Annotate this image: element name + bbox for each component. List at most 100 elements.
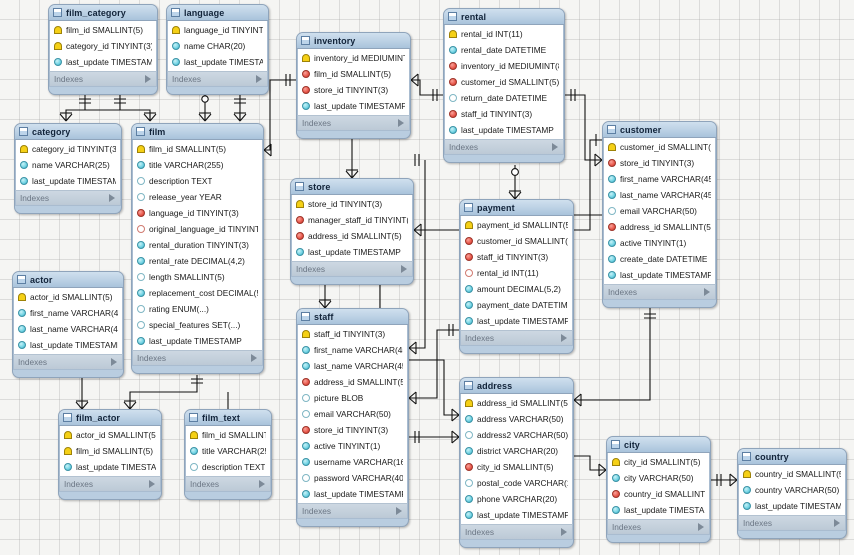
indexes-section-payment[interactable]: Indexes (460, 330, 573, 346)
table-header-actor[interactable]: actor (13, 272, 123, 288)
column-row[interactable]: description TEXT (186, 459, 270, 475)
column-row[interactable]: city_id SMALLINT(5) (461, 459, 572, 475)
column-row[interactable]: active TINYINT(1) (604, 235, 715, 251)
column-row[interactable]: last_update TIMESTAMP (16, 173, 120, 189)
column-row[interactable]: staff_id TINYINT(3) (298, 326, 407, 342)
column-row[interactable]: amount DECIMAL(5,2) (461, 281, 572, 297)
column-row[interactable]: film_id SMALLINT(5) (133, 141, 262, 157)
expand-indexes-icon[interactable] (561, 334, 567, 342)
column-row[interactable]: last_name VARCHAR(45) (298, 358, 407, 374)
column-row[interactable]: inventory_id MEDIUMINT(8) (445, 58, 563, 74)
column-row[interactable]: rental_duration TINYINT(3) (133, 237, 262, 253)
table-header-country[interactable]: country (738, 449, 846, 465)
column-row[interactable]: last_update TIMESTAMP (445, 122, 563, 138)
column-row[interactable]: store_id TINYINT(3) (298, 422, 407, 438)
table-header-staff[interactable]: staff (297, 309, 408, 325)
indexes-section-category[interactable]: Indexes (15, 190, 121, 206)
column-row[interactable]: special_features SET(...) (133, 317, 262, 333)
table-header-address[interactable]: address (460, 378, 573, 394)
column-row[interactable]: rental_id INT(11) (461, 265, 572, 281)
column-row[interactable]: actor_id SMALLINT(5) (60, 427, 160, 443)
column-row[interactable]: country_id SMALLINT(5) (739, 466, 845, 482)
expand-indexes-icon[interactable] (561, 528, 567, 536)
expand-indexes-icon[interactable] (834, 519, 840, 527)
expand-indexes-icon[interactable] (552, 143, 558, 151)
column-row[interactable]: country VARCHAR(50) (739, 482, 845, 498)
indexes-section-customer[interactable]: Indexes (603, 284, 716, 300)
indexes-section-actor[interactable]: Indexes (13, 354, 123, 370)
indexes-section-film_category[interactable]: Indexes (49, 71, 157, 87)
column-row[interactable]: address2 VARCHAR(50) (461, 427, 572, 443)
column-row[interactable]: last_name VARCHAR(45) (604, 187, 715, 203)
column-row[interactable]: last_update TIMESTAMP (14, 337, 122, 353)
column-row[interactable]: last_update TIMESTAMP (60, 459, 160, 475)
column-row[interactable]: rental_date DATETIME (445, 42, 563, 58)
column-row[interactable]: inventory_id MEDIUMINT(8) (298, 50, 409, 66)
table-header-language[interactable]: language (167, 5, 268, 21)
column-row[interactable]: name CHAR(20) (168, 38, 267, 54)
table-header-film_category[interactable]: film_category (49, 5, 157, 21)
column-row[interactable]: length SMALLINT(5) (133, 269, 262, 285)
column-row[interactable]: category_id TINYINT(3) (50, 38, 156, 54)
indexes-section-country[interactable]: Indexes (738, 515, 846, 531)
column-row[interactable]: film_id SMALLINT(5) (50, 22, 156, 38)
indexes-section-rental[interactable]: Indexes (444, 139, 564, 155)
expand-indexes-icon[interactable] (111, 358, 117, 366)
column-row[interactable]: last_name VARCHAR(45) (14, 321, 122, 337)
column-row[interactable]: actor_id SMALLINT(5) (14, 289, 122, 305)
column-row[interactable]: language_id TINYINT(3) (133, 205, 262, 221)
expand-indexes-icon[interactable] (256, 75, 262, 83)
column-row[interactable]: rental_id INT(11) (445, 26, 563, 42)
column-row[interactable]: last_update TIMESTAMP (461, 507, 572, 523)
column-row[interactable]: postal_code VARCHAR(10) (461, 475, 572, 491)
column-row[interactable]: city_id SMALLINT(5) (608, 454, 709, 470)
column-row[interactable]: store_id TINYINT(3) (604, 155, 715, 171)
column-row[interactable]: film_id SMALLINT(5) (298, 66, 409, 82)
column-row[interactable]: rental_rate DECIMAL(4,2) (133, 253, 262, 269)
table-header-film[interactable]: film (132, 124, 263, 140)
column-row[interactable]: original_language_id TINYINT(3) (133, 221, 262, 237)
indexes-section-film_actor[interactable]: Indexes (59, 476, 161, 492)
column-row[interactable]: payment_id SMALLINT(5) (461, 217, 572, 233)
column-row[interactable]: address_id SMALLINT(5) (298, 374, 407, 390)
table-header-rental[interactable]: rental (444, 9, 564, 25)
column-row[interactable]: last_update TIMESTAMP (608, 502, 709, 518)
table-header-city[interactable]: city (607, 437, 710, 453)
indexes-section-store[interactable]: Indexes (291, 261, 413, 277)
column-row[interactable]: country_id SMALLINT(5) (608, 486, 709, 502)
column-row[interactable]: title VARCHAR(255) (186, 443, 270, 459)
column-row[interactable]: create_date DATETIME (604, 251, 715, 267)
indexes-section-inventory[interactable]: Indexes (297, 115, 410, 131)
column-row[interactable]: picture BLOB (298, 390, 407, 406)
expand-indexes-icon[interactable] (704, 288, 710, 296)
column-row[interactable]: payment_date DATETIME (461, 297, 572, 313)
column-row[interactable]: first_name VARCHAR(45) (14, 305, 122, 321)
column-row[interactable]: rating ENUM(...) (133, 301, 262, 317)
column-row[interactable]: last_update TIMESTAMP (461, 313, 572, 329)
column-row[interactable]: password VARCHAR(40) (298, 470, 407, 486)
table-header-customer[interactable]: customer (603, 122, 716, 138)
indexes-section-film_text[interactable]: Indexes (185, 476, 271, 492)
column-row[interactable]: description TEXT (133, 173, 262, 189)
column-row[interactable]: manager_staff_id TINYINT(3) (292, 212, 412, 228)
column-row[interactable]: film_id SMALLINT(5) (60, 443, 160, 459)
expand-indexes-icon[interactable] (149, 480, 155, 488)
column-row[interactable]: replacement_cost DECIMAL(5,2) (133, 285, 262, 301)
column-row[interactable]: customer_id SMALLINT(5) (604, 139, 715, 155)
indexes-section-language[interactable]: Indexes (167, 71, 268, 87)
column-row[interactable]: address VARCHAR(50) (461, 411, 572, 427)
column-row[interactable]: last_update TIMESTAMP (604, 267, 715, 283)
column-row[interactable]: last_update TIMESTAMP (739, 498, 845, 514)
column-row[interactable]: first_name VARCHAR(45) (298, 342, 407, 358)
column-row[interactable]: last_update TIMESTAMP (133, 333, 262, 349)
expand-indexes-icon[interactable] (109, 194, 115, 202)
